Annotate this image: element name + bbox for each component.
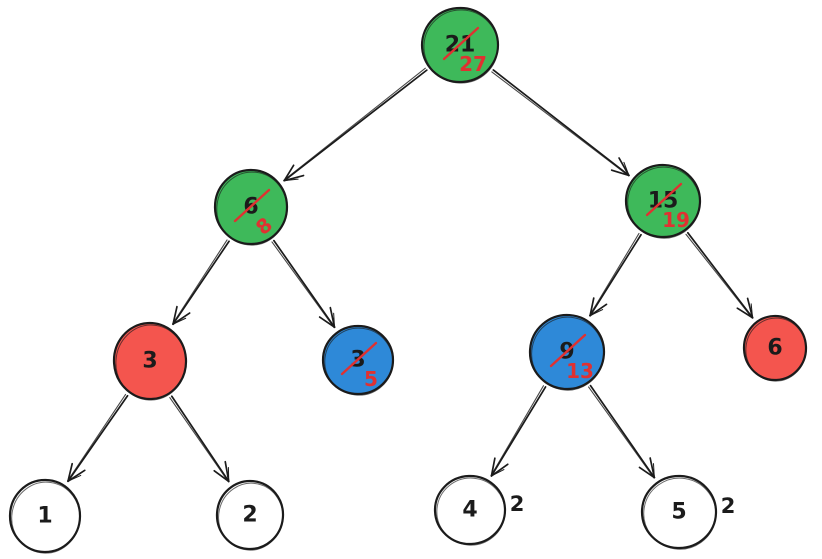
edge-line-sketch bbox=[172, 239, 228, 325]
arrowhead-stroke bbox=[623, 161, 630, 176]
node-LLR: 2 bbox=[215, 479, 285, 551]
edge-RL-RLL bbox=[490, 385, 547, 477]
edge-line-sketch bbox=[283, 67, 426, 181]
node-new-value: 27 bbox=[459, 52, 487, 76]
arrowhead-stroke bbox=[283, 164, 295, 182]
edge-line bbox=[589, 233, 642, 317]
arrowhead-stroke bbox=[589, 309, 604, 317]
edge-line-sketch bbox=[169, 396, 229, 483]
edge-RL-RLR bbox=[587, 384, 656, 479]
node-circle-sketch bbox=[643, 477, 717, 550]
edge-line bbox=[492, 69, 630, 177]
node-circle-sketch bbox=[531, 316, 605, 391]
arrowhead-stroke bbox=[67, 474, 82, 482]
node-LLL: 1 bbox=[8, 478, 82, 554]
node-circle-sketch bbox=[216, 171, 288, 246]
arrowhead-stroke bbox=[589, 297, 595, 317]
node-root: 2127 bbox=[420, 6, 500, 84]
node-new-value: 19 bbox=[662, 208, 690, 232]
node-value: 6 bbox=[767, 336, 782, 361]
node-circle-sketch bbox=[11, 481, 81, 554]
arrowhead-stroke bbox=[67, 462, 74, 483]
node-side-label: 2 bbox=[510, 492, 525, 516]
edge-R-RL bbox=[589, 232, 642, 317]
arrowhead-stroke bbox=[736, 307, 754, 319]
edge-root-L bbox=[283, 67, 428, 182]
arrowhead-stroke bbox=[652, 463, 655, 479]
node-LL: 3 bbox=[112, 321, 188, 401]
arrowhead-stroke bbox=[750, 303, 754, 319]
arrowhead-stroke bbox=[490, 469, 505, 477]
edge-root-R bbox=[491, 69, 630, 177]
edge-line bbox=[67, 394, 129, 483]
node-circle-sketch bbox=[324, 327, 394, 396]
edge-line-sketch bbox=[67, 393, 127, 482]
arrowhead-stroke bbox=[283, 178, 299, 182]
edge-line-sketch bbox=[589, 232, 640, 316]
strikethrough-line bbox=[340, 341, 378, 376]
arrowhead-stroke bbox=[610, 169, 630, 177]
node-circle-sketch bbox=[627, 166, 701, 239]
node-RL: 913 bbox=[528, 313, 606, 391]
strikethrough-line bbox=[645, 182, 683, 217]
edge-line-sketch bbox=[271, 241, 335, 329]
arrowhead-stroke bbox=[213, 469, 230, 483]
node-circle-sketch bbox=[436, 477, 506, 546]
arrowhead-stroke bbox=[333, 312, 336, 328]
node-circle-sketch bbox=[745, 317, 807, 382]
strikethrough-line bbox=[549, 333, 587, 368]
edge-line-sketch bbox=[587, 386, 655, 479]
node-new-value: 13 bbox=[566, 359, 594, 383]
node-RR: 6 bbox=[742, 314, 808, 382]
node-R: 1519 bbox=[624, 163, 702, 239]
arrowhead-stroke bbox=[318, 316, 336, 329]
edge-line bbox=[589, 384, 656, 479]
node-circle-sketch bbox=[423, 9, 499, 84]
edge-LL-LLR bbox=[169, 395, 230, 483]
edge-L-LL bbox=[172, 239, 230, 326]
edge-line bbox=[172, 240, 230, 326]
arrowhead-stroke bbox=[172, 317, 187, 325]
arrowhead-stroke bbox=[638, 466, 656, 479]
edge-line bbox=[490, 386, 547, 477]
edge-line bbox=[283, 69, 428, 182]
edge-L-LR bbox=[271, 239, 336, 329]
edge-line-sketch bbox=[685, 233, 753, 319]
node-LR: 35 bbox=[321, 324, 395, 396]
strikethrough-line bbox=[233, 188, 271, 223]
edge-line-sketch bbox=[490, 385, 545, 477]
edge-line bbox=[170, 395, 230, 483]
node-value: 3 bbox=[142, 349, 157, 374]
arrowhead-stroke bbox=[172, 305, 178, 326]
node-new-value: 5 bbox=[364, 367, 378, 391]
arrowhead-stroke bbox=[490, 457, 496, 477]
node-value: 2 bbox=[242, 503, 257, 528]
node-value: 1 bbox=[37, 504, 52, 529]
node-circle-sketch bbox=[218, 482, 284, 551]
node-value: 5 bbox=[671, 500, 686, 525]
node-L: 68 bbox=[213, 168, 289, 246]
edge-line bbox=[686, 231, 754, 319]
edge-line-sketch bbox=[491, 71, 630, 177]
edge-R-RR bbox=[685, 231, 754, 319]
strikethrough-line bbox=[442, 26, 480, 61]
node-value: 4 bbox=[462, 498, 477, 523]
node-circle-sketch bbox=[115, 324, 187, 401]
edge-line bbox=[273, 239, 336, 329]
node-side-label: 2 bbox=[721, 494, 736, 518]
edge-LL-LLL bbox=[67, 393, 129, 483]
